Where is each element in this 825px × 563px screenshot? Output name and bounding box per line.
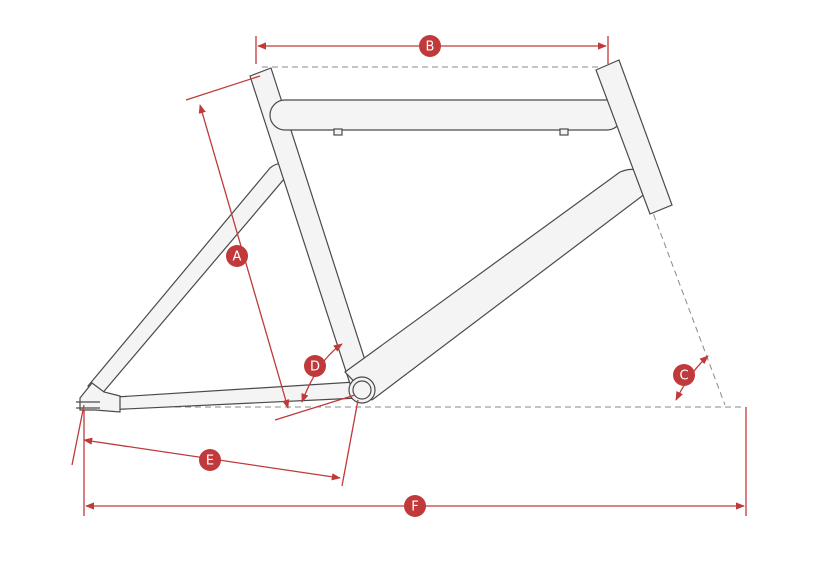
badge-c: C: [673, 364, 695, 386]
badge-f-label: F: [411, 500, 418, 515]
top-tube: [269, 99, 623, 136]
badge-d-label: D: [310, 360, 320, 375]
badge-b: B: [419, 35, 441, 57]
headtube-axis-extension: [649, 204, 726, 406]
dimension-e-tick-right: [341, 399, 359, 487]
down-tube: [344, 168, 651, 401]
badge-a: A: [226, 245, 248, 267]
badge-f: F: [404, 495, 426, 517]
badge-b-label: B: [426, 40, 435, 55]
dimension-a-tick-top: [185, 75, 261, 101]
dimension-e-tick-left: [71, 404, 85, 466]
bottom-bracket: [348, 376, 376, 404]
head-tube: [595, 59, 673, 215]
badge-e: E: [199, 449, 221, 471]
badge-a-label: A: [233, 250, 242, 265]
seat-stay: [87, 163, 291, 397]
badge-e-label: E: [206, 454, 214, 469]
rear-dropout: [76, 382, 121, 413]
badge-d: D: [304, 355, 326, 377]
badge-c-label: C: [679, 369, 688, 384]
